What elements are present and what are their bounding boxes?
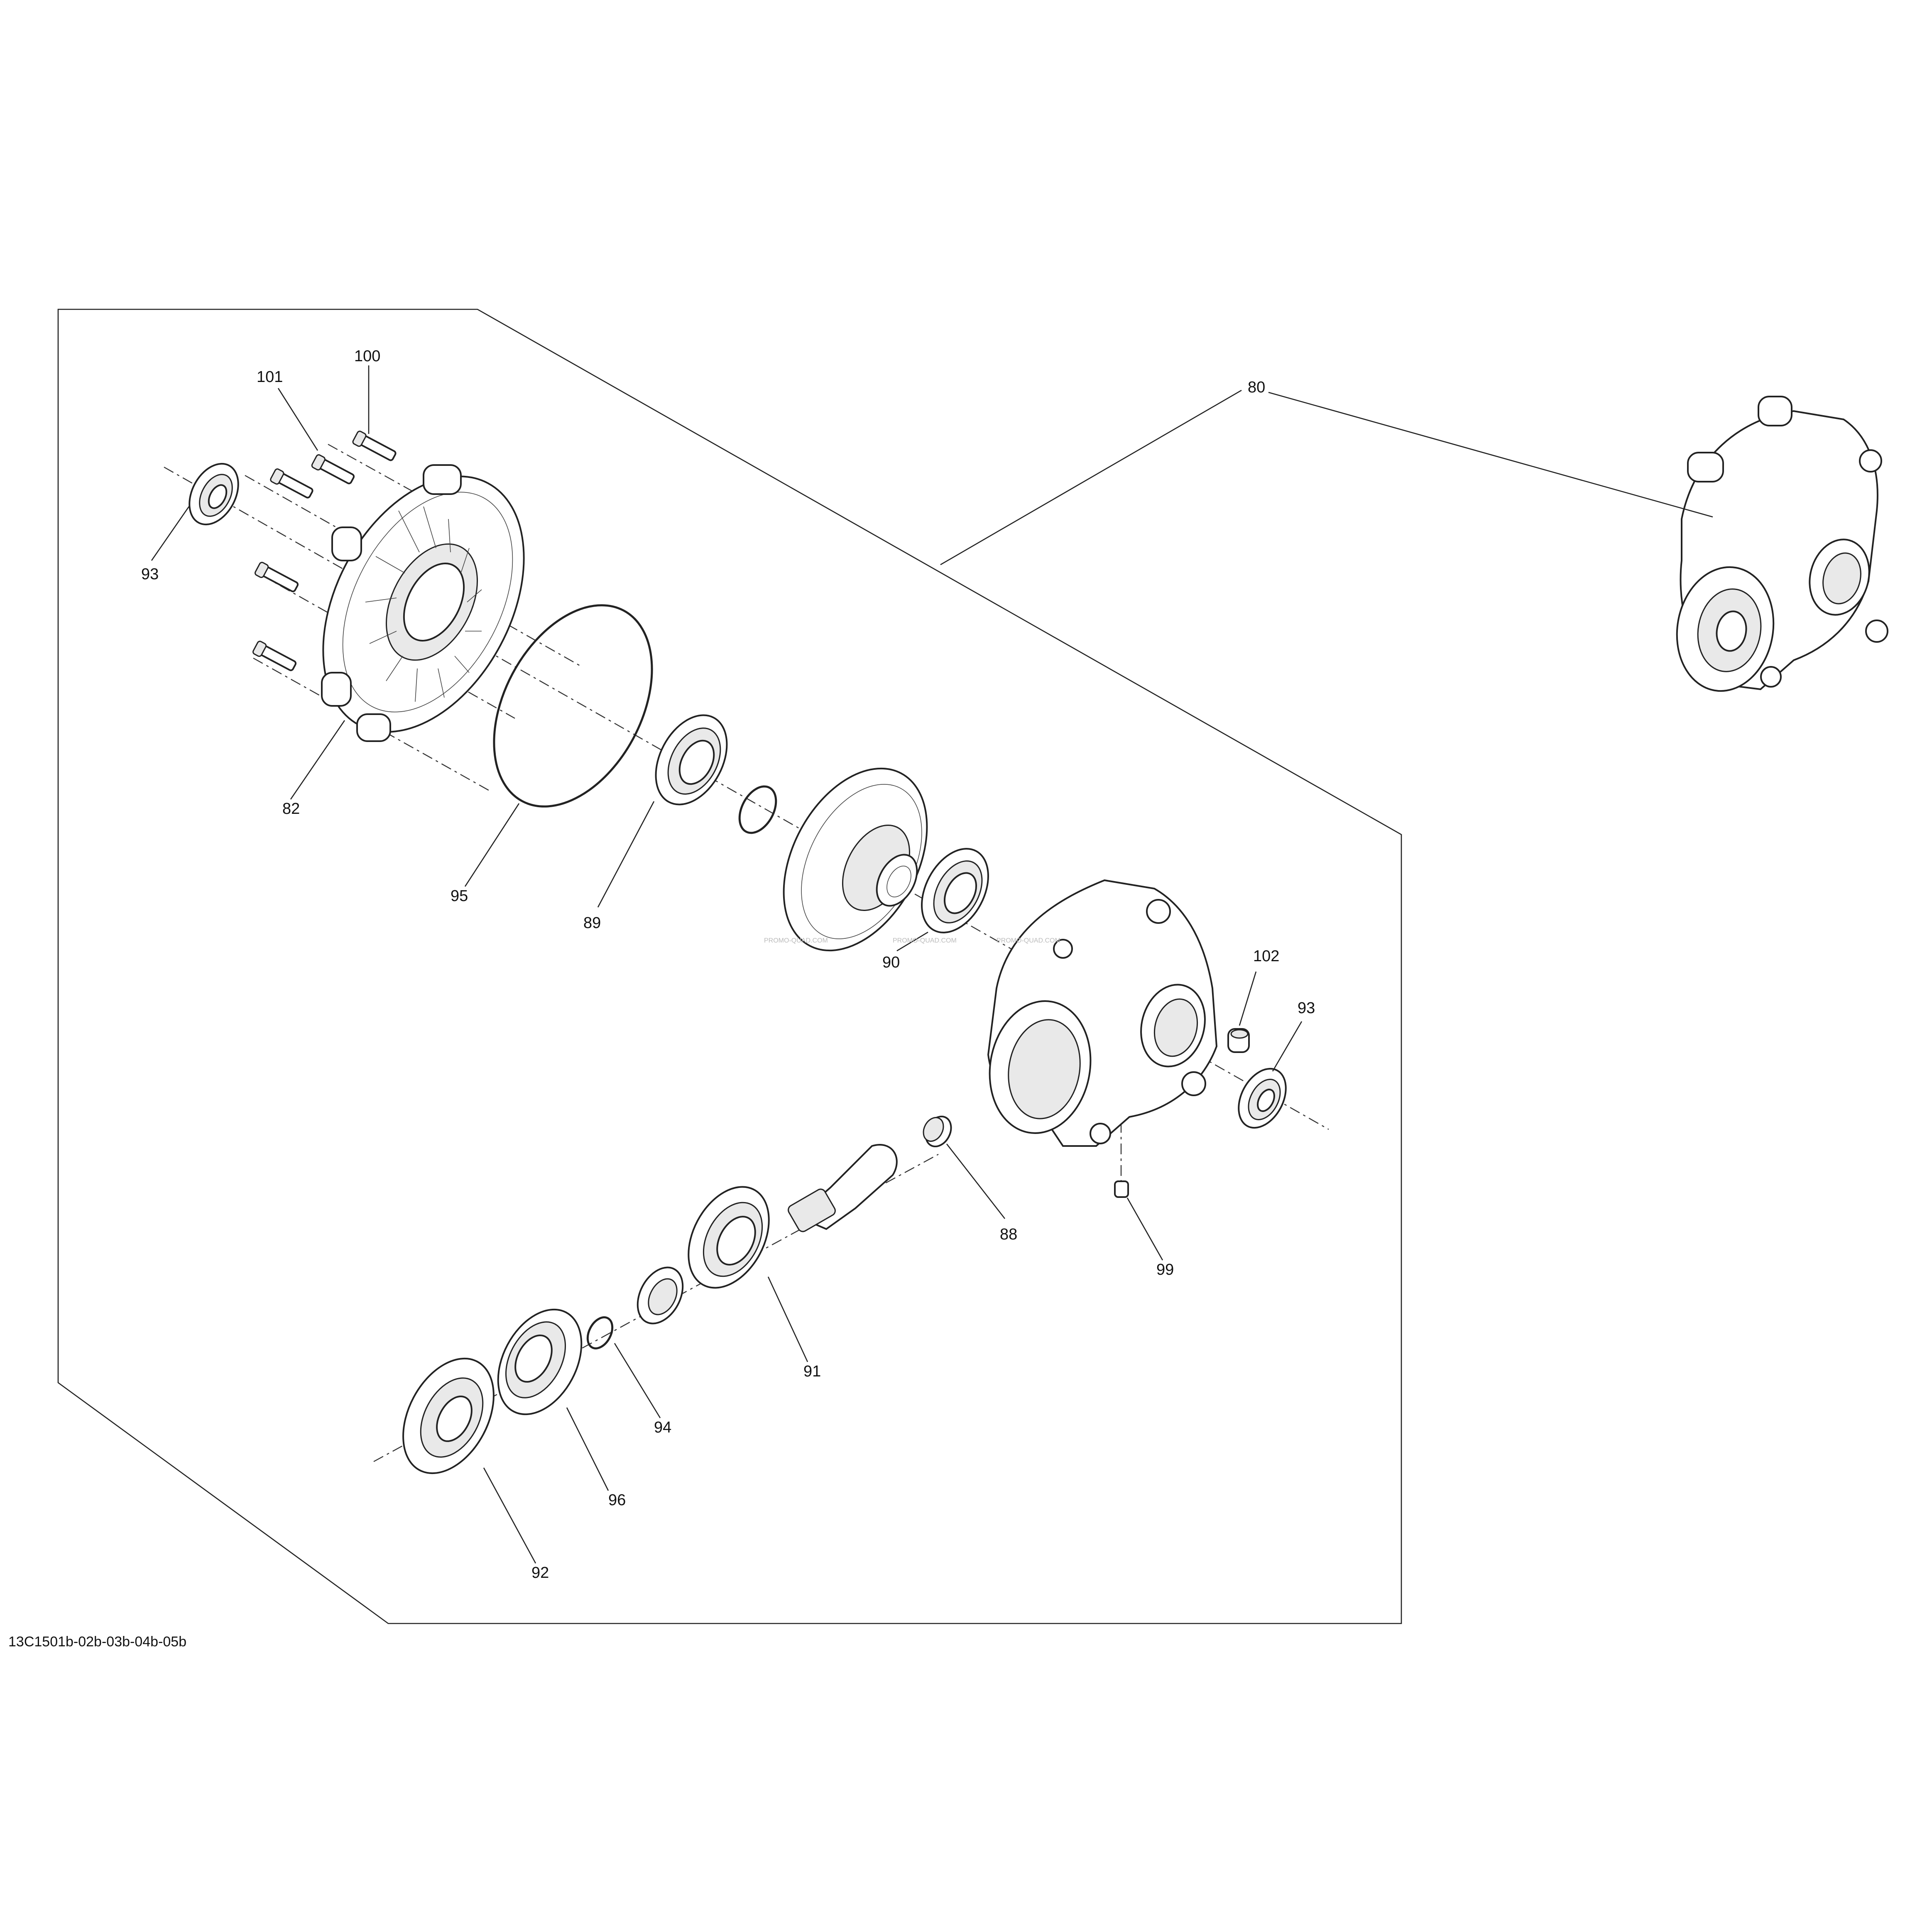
callout-89: 89 (583, 914, 601, 932)
bearing-91 (688, 1186, 770, 1289)
ring-gear (783, 767, 928, 952)
callout-96: 96 (608, 1491, 626, 1509)
leader-lines (151, 365, 1713, 1564)
callout-100: 100 (354, 348, 380, 365)
watermark-text-2: PROMO-QUAD.COM (893, 937, 957, 944)
callout-labels: 80 82 88 89 90 91 92 93 93 94 95 96 99 1… (141, 348, 1315, 1582)
callout-101: 101 (257, 368, 283, 386)
pinion-shaft (788, 1144, 898, 1232)
bearing-90 (921, 848, 989, 933)
bearing-89 (655, 714, 728, 806)
callout-95: 95 (451, 887, 468, 905)
callout-88: 88 (1000, 1226, 1017, 1243)
watermark-text: PROMO-QUAD.COM (764, 937, 828, 944)
oil-seal-92 (402, 1357, 495, 1474)
callout-93-right: 93 (1298, 999, 1315, 1017)
assembly-group-frame (57, 309, 1402, 1624)
oil-seal-93-left (189, 463, 239, 526)
watermark-text-3: PROMO-QUAD.COM (997, 937, 1060, 944)
callout-82: 82 (282, 800, 300, 818)
callout-91: 91 (803, 1363, 821, 1380)
differential-assembly-80 (1676, 396, 1888, 692)
nut-96 (497, 1308, 583, 1415)
callout-102: 102 (1253, 948, 1279, 965)
callout-94: 94 (654, 1419, 671, 1436)
bolts-100-101 (252, 431, 397, 671)
diagram-reference-code: 13C1501b-02b-03b-04b-05b (8, 1634, 186, 1650)
small-bearing (637, 1266, 684, 1325)
snap-ring (738, 785, 777, 834)
o-ring-95 (493, 604, 653, 808)
callout-93-left: 93 (141, 566, 159, 583)
callout-90: 90 (882, 954, 900, 971)
housing-cover-82 (321, 464, 525, 742)
circlip-94 (586, 1316, 614, 1349)
callout-80: 80 (1248, 379, 1265, 396)
plug-102 (1227, 1028, 1250, 1053)
bushing-88 (923, 1115, 952, 1148)
differential-housing (987, 879, 1218, 1147)
oil-seal-93-right (1238, 1068, 1287, 1129)
drain-plug-99 (1114, 1180, 1129, 1198)
callout-92: 92 (531, 1564, 549, 1582)
callout-99: 99 (1156, 1261, 1174, 1278)
